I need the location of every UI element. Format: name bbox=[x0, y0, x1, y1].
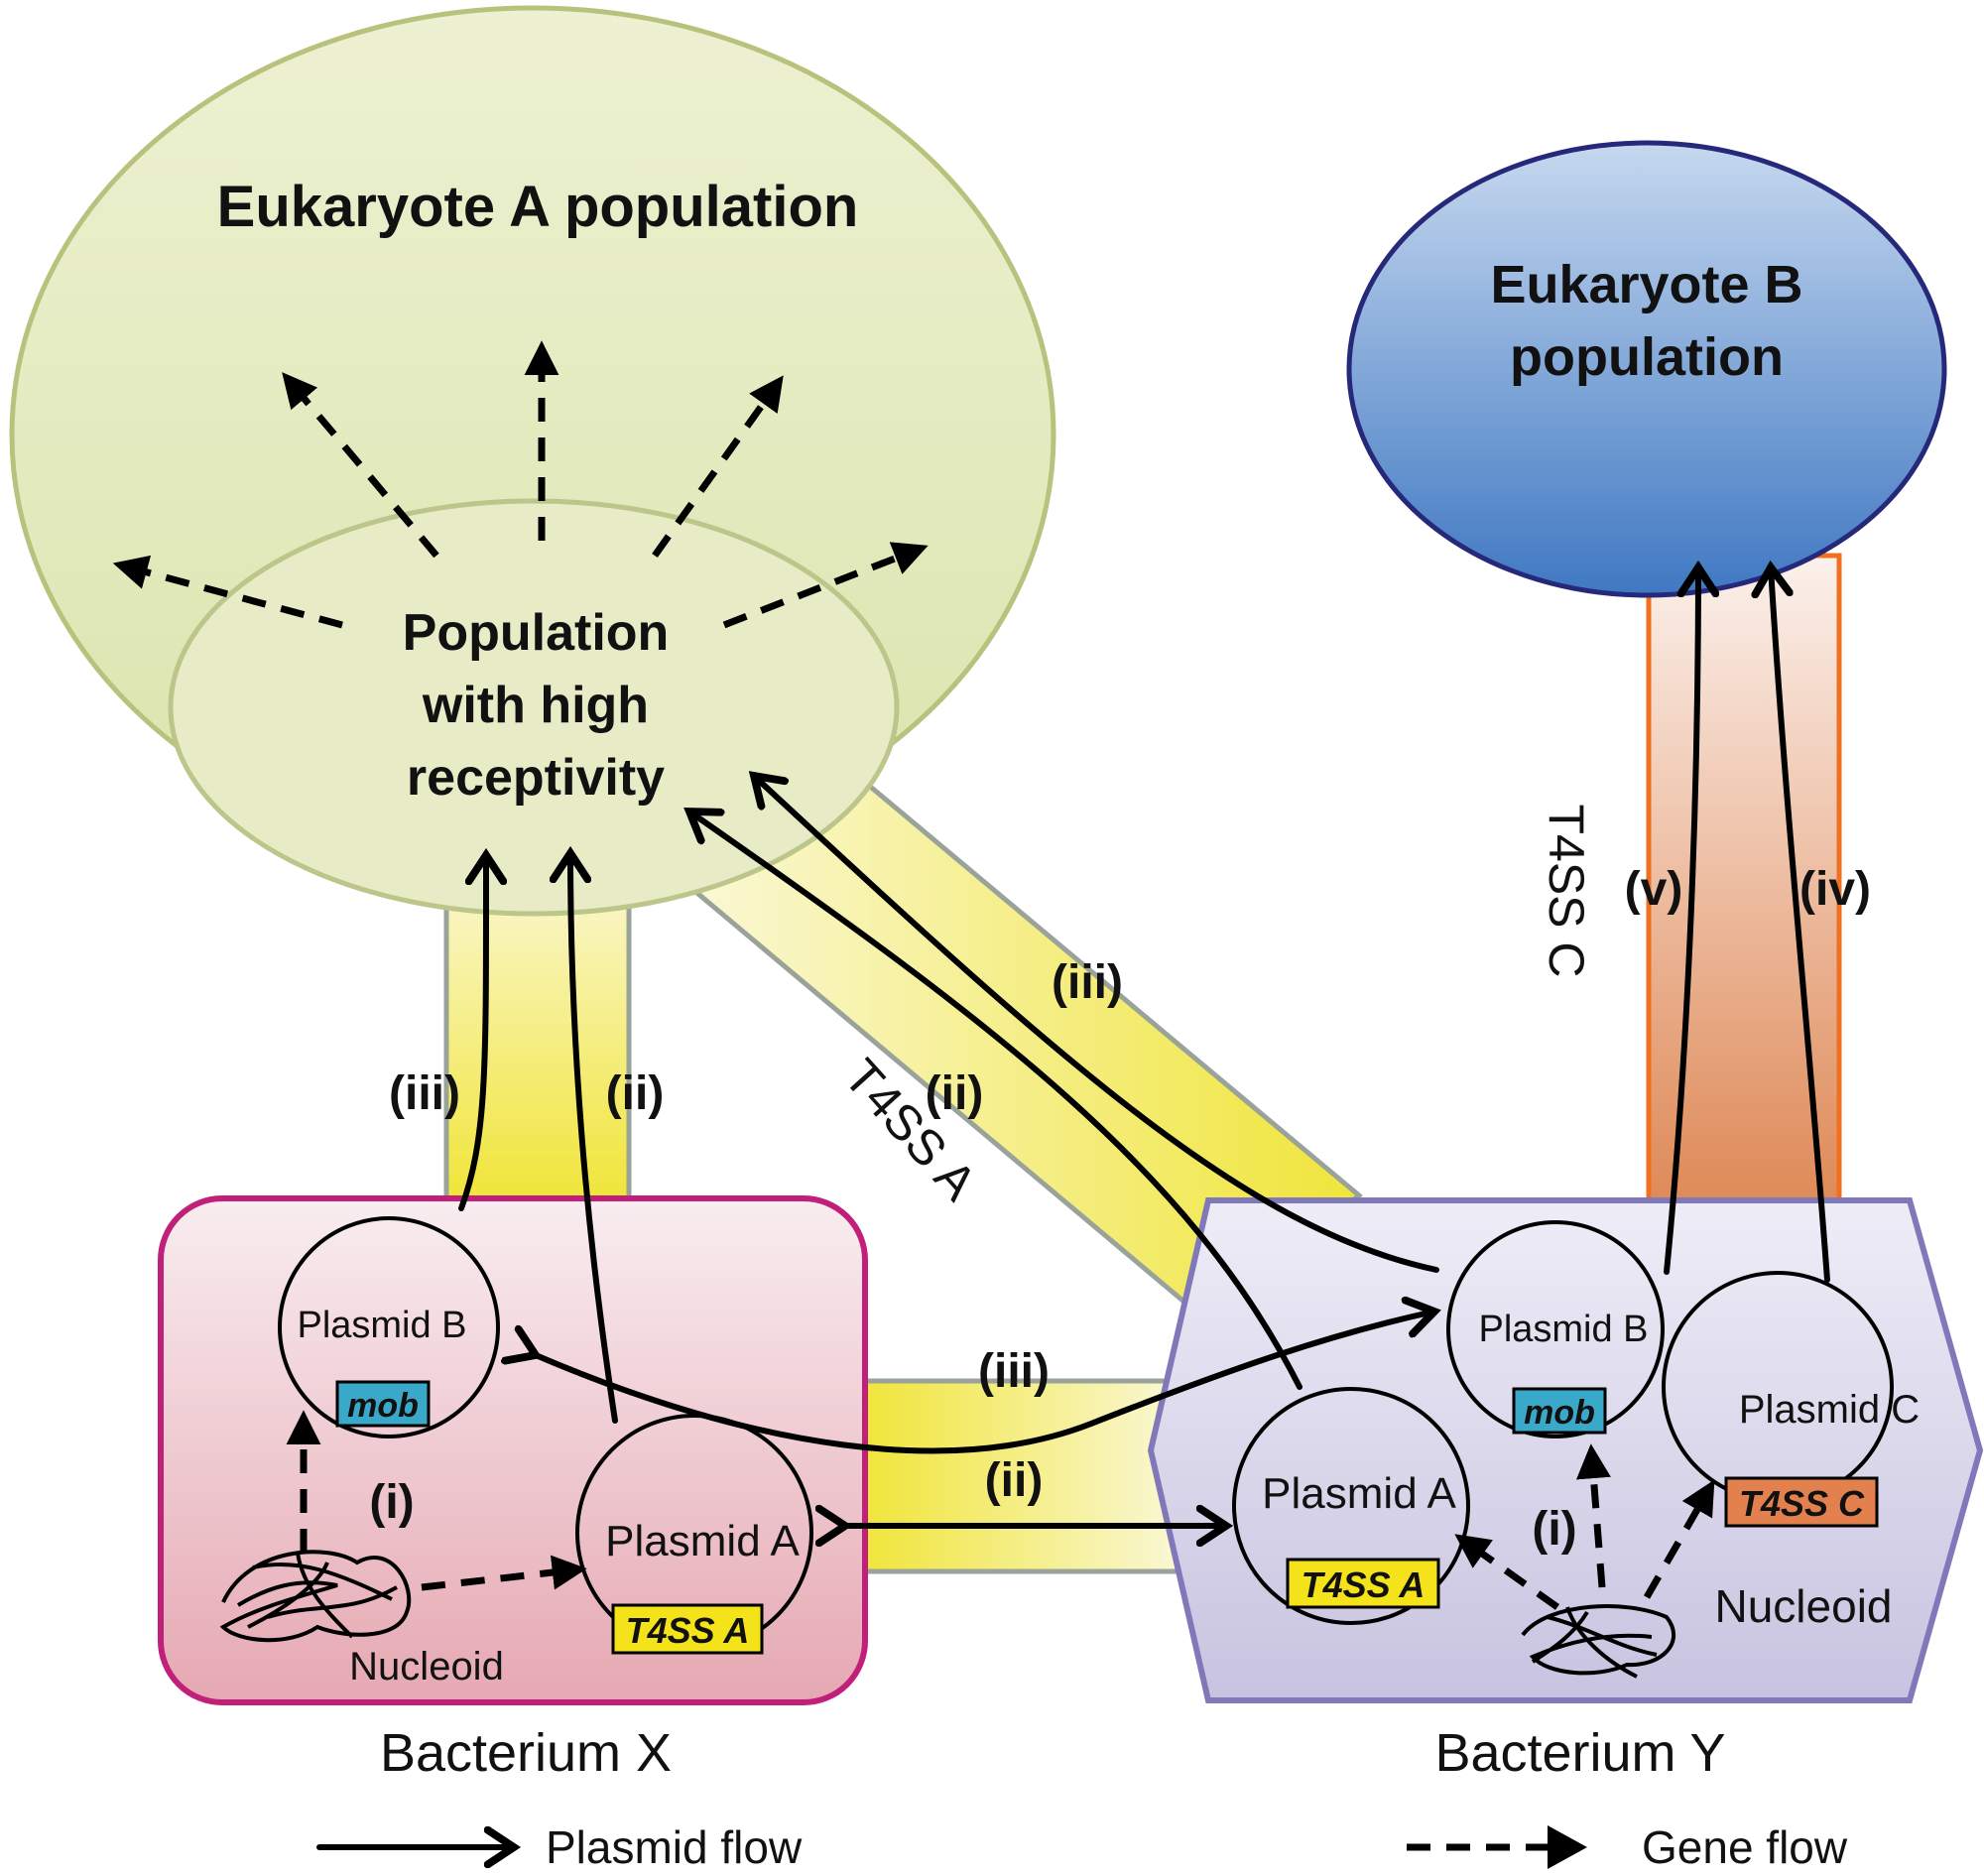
channel-label-t4ss-c: T4SS C bbox=[1539, 804, 1594, 977]
plasmid-a-x-label: Plasmid A bbox=[605, 1517, 800, 1565]
legend-gene-flow-label: Gene flow bbox=[1642, 1821, 1848, 1873]
legend-gene-flow: Gene flow bbox=[1407, 1821, 1848, 1873]
eukaryote-a-gene-spread-arrows bbox=[112, 340, 929, 629]
arrow-v-y-to-euk-b bbox=[1664, 567, 1698, 1275]
plasmid-b-x: Plasmid B mob bbox=[278, 1216, 500, 1438]
route-label-ii-x-up: (ii) bbox=[606, 1067, 665, 1120]
eukaryote-b-population: Eukaryote B population bbox=[1346, 140, 1947, 598]
mob-gene-y-label: mob bbox=[1524, 1394, 1595, 1432]
receptive-line-3: receptivity bbox=[407, 749, 665, 807]
gene-flow-y-to-mob bbox=[1575, 1443, 1611, 1588]
plasmid-b-x-label: Plasmid B bbox=[297, 1305, 466, 1346]
nucleoid-x-label: Nucleoid bbox=[349, 1645, 504, 1688]
route-label-iv: (iv) bbox=[1799, 863, 1871, 916]
plasmid-c-y: Plasmid C T4SS C bbox=[1662, 1271, 1920, 1528]
bacterium-x: Bacterium X bbox=[158, 1195, 868, 1783]
plasmid-a-x: Plasmid A T4SS A bbox=[575, 1414, 813, 1655]
mob-gene-x bbox=[335, 1380, 431, 1428]
route-label-i-y: (i) bbox=[1532, 1503, 1576, 1556]
arrow-iii-x-to-euk-a bbox=[458, 855, 486, 1211]
route-label-ii-x-to-y: (ii) bbox=[985, 1454, 1044, 1507]
plasmid-b-y: Plasmid B mob bbox=[1446, 1220, 1665, 1438]
eukaryote-a-title: Eukaryote A population bbox=[217, 175, 859, 239]
gene-flow-x-to-plasmid-a bbox=[421, 1555, 587, 1591]
t4ss-a-gene-y bbox=[1286, 1558, 1440, 1609]
nucleoid-y: Nucleoid bbox=[1521, 1580, 1893, 1679]
t4ss-a-gene-x bbox=[611, 1603, 764, 1655]
route-label-iii-x-up: (iii) bbox=[389, 1067, 460, 1120]
arrow-iii-x-to-y-plasmid-b bbox=[536, 1312, 1434, 1454]
route-label-i-x: (i) bbox=[369, 1476, 414, 1529]
plasmid-b-y-label: Plasmid B bbox=[1478, 1309, 1648, 1350]
gene-flow-arrows bbox=[286, 1410, 1715, 1610]
legend-plasmid-flow: Plasmid flow bbox=[316, 1821, 803, 1873]
high-receptivity-population: Population with high receptivity bbox=[168, 498, 900, 917]
plasmid-a-y-label: Plasmid A bbox=[1262, 1469, 1456, 1518]
bacterium-y-label: Bacterium Y bbox=[1434, 1723, 1725, 1783]
nucleoid-y-label: Nucleoid bbox=[1715, 1580, 1893, 1632]
mob-gene-y bbox=[1512, 1387, 1607, 1435]
route-label-iii-x-to-y: (iii) bbox=[978, 1345, 1050, 1398]
receptive-line-1: Population bbox=[403, 604, 670, 662]
gene-flow-y-to-plasmid-c bbox=[1643, 1479, 1715, 1599]
legend: Plasmid flow Gene flow bbox=[316, 1821, 1848, 1873]
mob-gene-x-label: mob bbox=[347, 1387, 419, 1425]
route-label-ii-y-diag: (ii) bbox=[926, 1067, 984, 1120]
eukaryote-b-title-line-1: Eukaryote B bbox=[1490, 255, 1802, 314]
route-labels: (iii) (ii) (ii) (iii) (iii) (ii) (i) (i)… bbox=[369, 863, 1871, 1556]
arrow-iv-y-to-euk-b bbox=[1771, 567, 1830, 1283]
arrow-iii-y-to-euk-a bbox=[754, 776, 1439, 1273]
route-label-v: (v) bbox=[1625, 863, 1683, 916]
t4ss-a-gene-y-label: T4SS A bbox=[1302, 1564, 1426, 1605]
eukaryote-b-title-line-2: population bbox=[1510, 327, 1784, 387]
t4ss-c-gene-y-label: T4SS C bbox=[1739, 1483, 1865, 1524]
plasmid-flow-arrows bbox=[458, 567, 1830, 1526]
gene-flow-y-to-t4ss-a bbox=[1454, 1534, 1560, 1610]
plasmid-a-y: Plasmid A T4SS A bbox=[1232, 1387, 1470, 1625]
nucleoid-x: Nucleoid bbox=[219, 1550, 504, 1688]
bacterium-x-label: Bacterium X bbox=[380, 1723, 672, 1783]
t4ss-c-gene-y bbox=[1724, 1476, 1879, 1528]
receptive-line-2: with high bbox=[422, 677, 649, 734]
plasmid-c-y-label: Plasmid C bbox=[1739, 1388, 1920, 1432]
route-label-iii-y-diag: (iii) bbox=[1052, 956, 1123, 1009]
legend-gene-flow-arrowhead bbox=[1548, 1825, 1587, 1869]
legend-plasmid-flow-label: Plasmid flow bbox=[546, 1821, 803, 1873]
t4ss-a-gene-x-label: T4SS A bbox=[626, 1610, 750, 1651]
